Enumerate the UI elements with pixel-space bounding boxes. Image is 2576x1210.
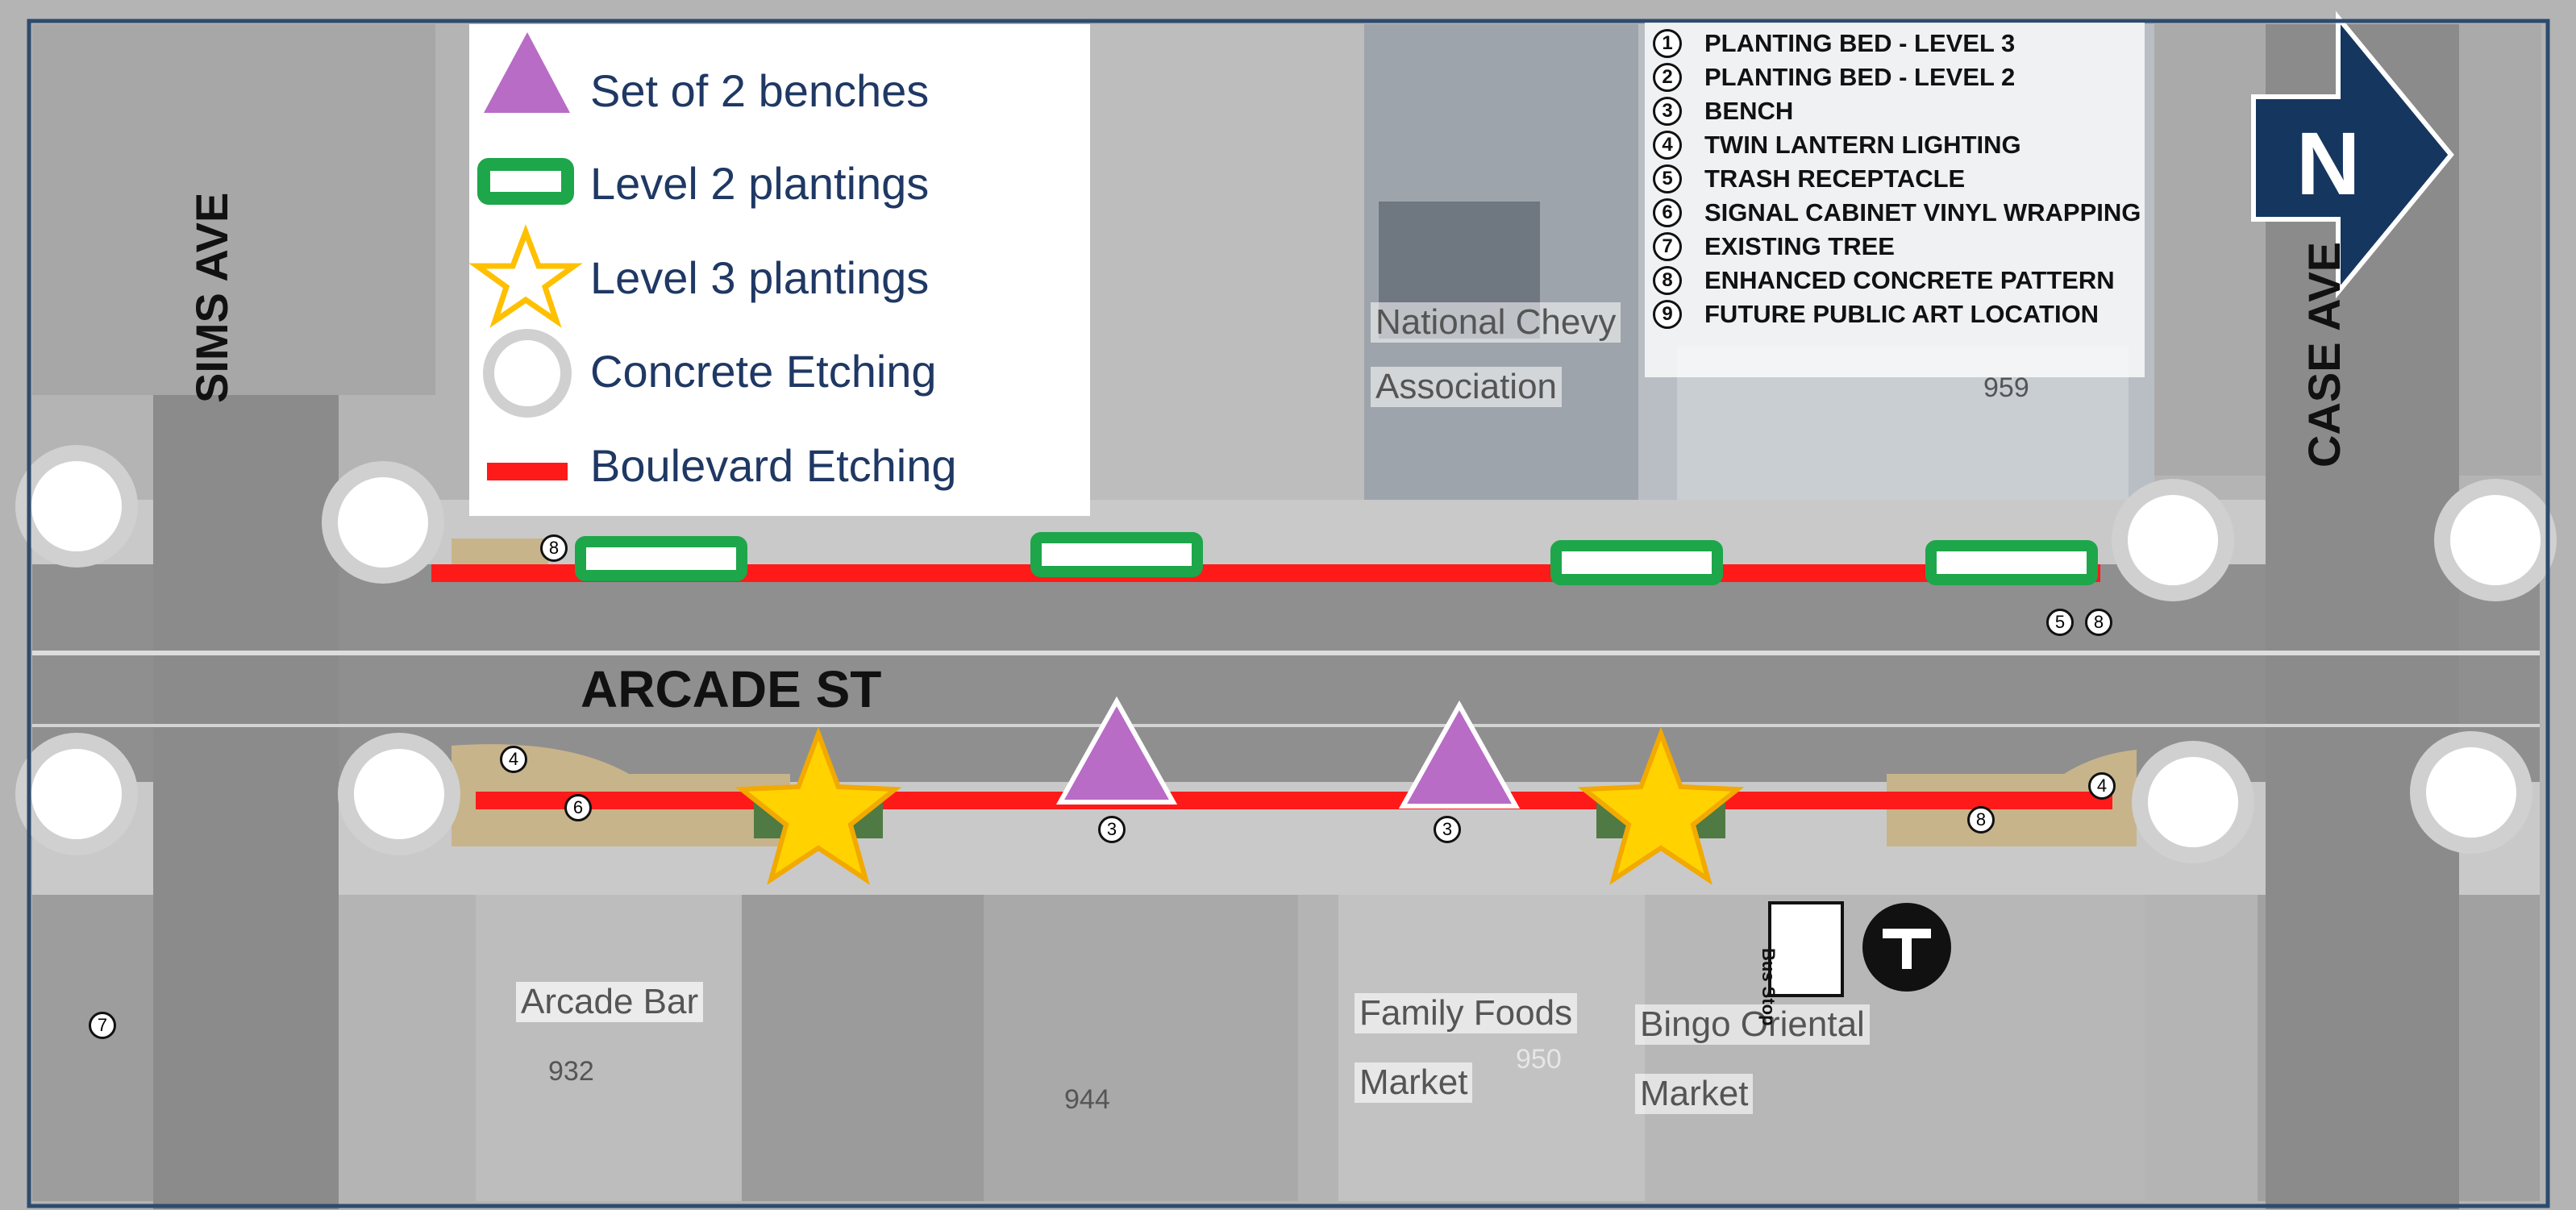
callout-badge: 8 <box>540 534 568 562</box>
building-arcade-bar <box>476 895 742 1201</box>
bench-set-triangle <box>1398 700 1521 809</box>
level-2-planting <box>1030 532 1203 577</box>
building-label: Arcade Bar <box>516 982 704 1022</box>
legend-label-level2: Level 2 plantings <box>590 158 930 209</box>
concrete-etching-circle <box>322 461 444 584</box>
street-label-sims: SIMS AVE <box>186 192 237 403</box>
star-outline-icon <box>469 224 583 328</box>
level-2-plantings <box>575 532 2098 585</box>
legend-label-concrete: Concrete Etching <box>590 346 937 397</box>
boulevard-etching-south <box>476 792 2112 809</box>
bench-set-triangle <box>1055 696 1178 805</box>
bench-sets <box>1055 696 1521 809</box>
concrete-etching-circle <box>15 733 138 855</box>
callout-badge: 8 <box>2085 609 2112 636</box>
callout-badge: 4 <box>500 746 527 773</box>
line-icon <box>487 463 568 480</box>
callout-badge: 8 <box>1967 806 1995 834</box>
concrete-etching-circle <box>338 733 460 855</box>
bus-stop-label: Bus Stop <box>1758 948 1779 1026</box>
parking-lot <box>742 895 984 1201</box>
concrete-etching-circle <box>2434 479 2557 601</box>
concrete-etching-circle <box>15 445 138 568</box>
rect-outline-icon <box>477 158 574 205</box>
level-2-planting <box>1550 540 1723 585</box>
bus-stop-icon <box>1768 901 1844 997</box>
level-3-star <box>735 726 902 885</box>
building-number: 959 <box>1983 372 2029 403</box>
building-label: Bingo Oriental <box>1635 1004 1870 1045</box>
callout-badge: 3 <box>1434 816 1461 843</box>
concrete-etching-circle <box>2132 741 2254 863</box>
concrete-etching-circle <box>2410 731 2532 854</box>
building-label: Market <box>1635 1074 1754 1114</box>
level-2-planting <box>575 536 747 581</box>
north-label: N <box>2296 114 2361 214</box>
street-label-case: CASE AVE <box>2299 241 2349 468</box>
building-number: 932 <box>548 1056 594 1087</box>
building-label: Association <box>1371 367 1563 407</box>
legend: Set of 2 benches Level 2 plantings Level… <box>469 24 1090 516</box>
building-label: Family Foods <box>1355 993 1578 1033</box>
building-number: 950 <box>1516 1044 1562 1075</box>
building-north-2 <box>1090 24 1364 500</box>
street-label-arcade: ARCADE ST <box>581 660 882 718</box>
level-2-planting <box>1925 540 2098 585</box>
building-family-foods <box>1338 895 1645 1201</box>
legend-symbols <box>469 32 583 480</box>
legend-label-benches: Set of 2 benches <box>590 65 930 116</box>
concrete-etching-circle <box>2112 479 2234 601</box>
transit-t-stem <box>1902 929 1912 969</box>
triangle-icon <box>484 32 570 113</box>
building-label: National Chevy <box>1371 302 1621 343</box>
north-arrow-shape <box>2251 10 2454 299</box>
legend-label-boulevard: Boulevard Etching <box>590 440 957 491</box>
building-number: 944 <box>1064 1084 1110 1115</box>
callout-badge: 5 <box>2046 609 2074 636</box>
building-north-1 <box>32 24 435 395</box>
level-3-plantings <box>735 726 1745 885</box>
callout-badge: 7 <box>89 1012 116 1039</box>
map-frame <box>27 19 2550 1208</box>
arcade-street-road <box>32 564 2540 782</box>
level-3-star <box>1577 726 1745 885</box>
sims-ave-road <box>153 395 339 1209</box>
building-944 <box>984 895 1298 1201</box>
building-label: Market <box>1355 1062 1473 1103</box>
legend-label-level3: Level 3 plantings <box>590 252 930 303</box>
callout-badge: 4 <box>2088 772 2116 800</box>
callout-badge: 3 <box>1098 816 1126 843</box>
callout-badge: 6 <box>564 794 592 821</box>
ring-icon <box>483 329 572 418</box>
